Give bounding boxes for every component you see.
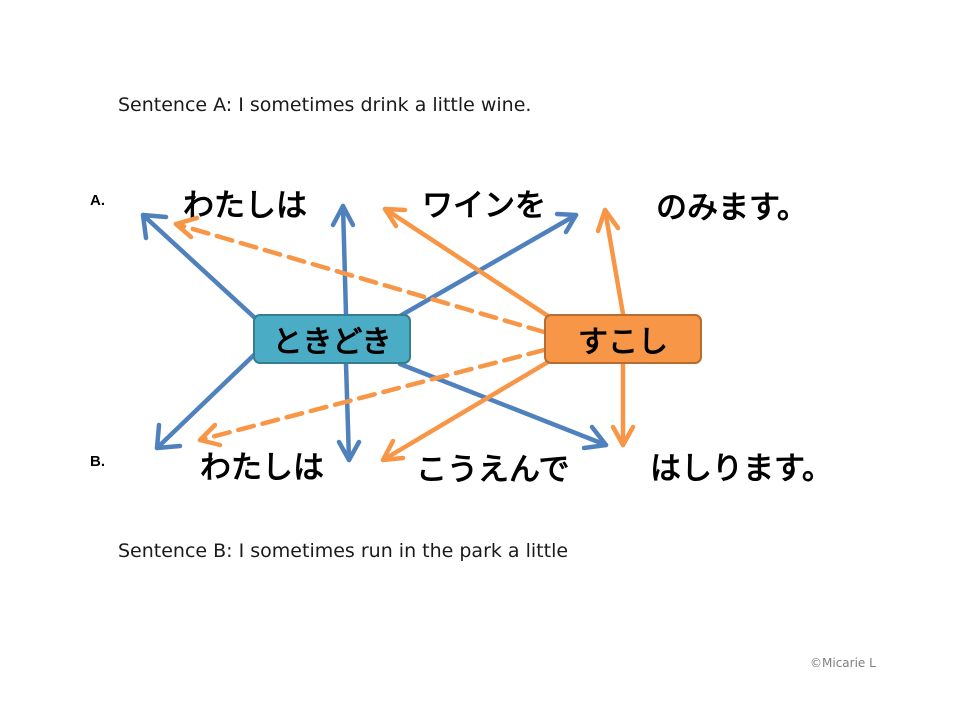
sukoshi-arrowhead-b3 [610,424,636,448]
sukoshi-dashed-arrow-b1 [197,347,547,443]
tokidoki-arrowhead-b3 [581,424,609,451]
sentence-a-translation: Sentence A: I sometimes drink a little w… [118,94,532,116]
tokidoki-arrow-b2 [343,361,352,463]
sukoshi-arrow-a2 [382,206,551,319]
row-b-word-kouende: こうえんで [416,452,570,488]
tokidoki-arrowhead-b1 [154,422,183,451]
tokidoki-arrow-b1 [154,351,258,451]
sukoshi-arrowhead-b2 [380,438,406,463]
row-a-label: A. [90,192,105,209]
adverb-label-tokidoki: ときどき [272,325,392,360]
sukoshi-arrowhead-a3 [595,207,621,234]
sentence-b-translation: Sentence B: I sometimes run in the park … [118,540,569,562]
tokidoki-arrowhead-a3 [554,211,579,235]
sukoshi-arrowhead-a2 [382,206,408,229]
row-b-word-hashirimasu: はしります。 [650,451,833,487]
adverb-box-sukoshi: すこし [544,314,702,364]
tokidoki-arrow-a3 [397,212,579,319]
sukoshi-arrow-a3 [602,207,626,317]
sukoshi-arrowhead-a1 [173,215,200,240]
tokidoki-arrows [140,203,609,463]
tokidoki-arrow-a1 [140,212,258,321]
row-a-word-nomimasu: のみます。 [656,190,808,226]
sukoshi-dashed-arrow-a1 [173,221,547,335]
tokidoki-arrowhead-a2 [330,203,356,228]
sukoshi-arrows [173,206,636,463]
row-b-label: B. [90,453,105,470]
tokidoki-arrow-a2 [340,203,349,317]
sukoshi-arrowhead-b1 [197,422,223,448]
row-b-word-watashiwa: わたしは [200,450,324,486]
adverb-box-tokidoki: ときどき [253,314,411,364]
tokidoki-arrowhead-b2 [336,439,362,463]
adverb-label-sukoshi: すこし [578,325,668,360]
sukoshi-arrow-b2 [380,359,551,463]
tokidoki-arrowhead-a1 [140,212,169,241]
row-a-word-wainwo: ワインを [422,188,546,224]
copyright-notice: ©Micarie L [810,656,876,670]
row-a-word-watashiwa: わたしは [183,188,307,224]
